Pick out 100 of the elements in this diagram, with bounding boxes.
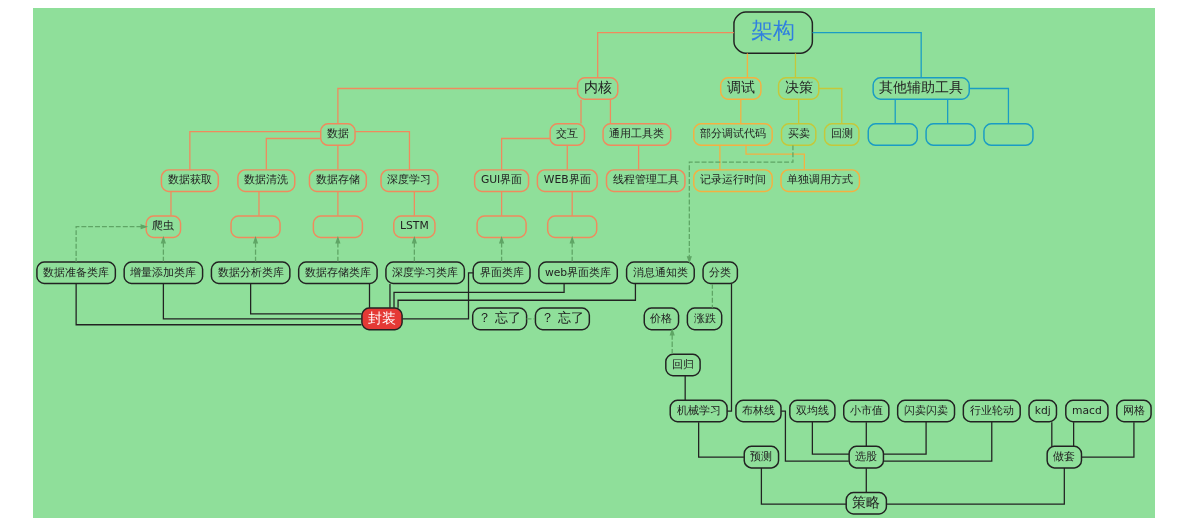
connector: [188, 131, 321, 171]
node-box: 闪卖闪卖: [896, 399, 955, 423]
connector: [169, 191, 172, 217]
connector: [162, 283, 362, 320]
connector: [968, 87, 1009, 125]
connector: [739, 99, 741, 125]
connector: [249, 283, 362, 315]
connector: [885, 467, 1065, 505]
node-box: 数据存储类库: [297, 261, 378, 285]
arrow: [569, 235, 575, 263]
connector: [946, 99, 948, 125]
connector: [780, 410, 849, 462]
connector: [797, 99, 799, 125]
node-box: ？ 忘了: [471, 307, 527, 331]
connector: [811, 421, 850, 455]
arrow: [252, 235, 258, 263]
node-box: WEB界面: [536, 169, 598, 193]
node-box: [924, 123, 976, 147]
node-box: 消息通知类: [625, 261, 695, 285]
node-box: 调试: [719, 77, 762, 100]
arrow: [669, 328, 675, 355]
connector: [413, 191, 415, 217]
arrow: [686, 144, 794, 264]
node-box: web界面类库: [537, 261, 618, 285]
connector: [579, 99, 582, 125]
node-box: 线程管理工具: [605, 169, 686, 193]
connector: [265, 137, 321, 171]
node-box: ？ 忘了: [534, 307, 590, 331]
connector: [401, 272, 474, 320]
connector: [500, 191, 502, 217]
node-box: 深度学习: [379, 169, 439, 193]
connector: [718, 145, 721, 171]
node-box: 小市值: [842, 399, 890, 423]
node-box: 数据清洗: [236, 169, 295, 193]
node-box: 部分调试代码: [692, 123, 773, 147]
arrow: [75, 224, 148, 263]
connector: [354, 131, 410, 171]
connector: [817, 87, 842, 125]
connector: [257, 191, 260, 217]
arrow: [498, 235, 504, 263]
node-box: 数据分析类库: [210, 261, 291, 285]
connector: [609, 99, 611, 125]
connector: [684, 375, 686, 401]
connector: [75, 283, 362, 326]
connector: [760, 467, 847, 505]
arrow: [334, 235, 340, 263]
node-box: 单独调用方式: [779, 169, 860, 193]
node-box: 其他辅助工具: [871, 77, 970, 100]
connector: [882, 421, 992, 462]
node-box: [546, 215, 597, 239]
connector: [388, 283, 391, 309]
node-box: [475, 215, 527, 239]
node-box: macd: [1064, 399, 1109, 423]
connector: [1080, 421, 1135, 458]
connector: [637, 145, 639, 171]
node-box: [312, 215, 363, 239]
node-box: 策略: [844, 491, 887, 515]
arrow: [160, 235, 166, 263]
connector: [746, 52, 748, 79]
node-box: 做套: [1045, 445, 1082, 469]
connector: [894, 99, 896, 125]
node-box: 分类: [701, 261, 738, 285]
connector: [525, 318, 536, 320]
node-box: 界面类库: [471, 261, 531, 285]
connector: [392, 283, 565, 309]
connector: [865, 467, 867, 493]
connector: [811, 32, 922, 79]
connector: [368, 283, 370, 309]
node-box: kdj: [1027, 399, 1057, 423]
node-box: 回归: [664, 353, 701, 377]
node-box: [867, 123, 918, 147]
node-box: 涨跌: [686, 307, 722, 331]
node-box: 价格: [643, 307, 679, 331]
connector: [336, 145, 339, 171]
node-box: 增量添加类库: [122, 261, 203, 285]
connector: [336, 191, 339, 217]
connector: [1050, 421, 1052, 447]
connector: [596, 32, 734, 79]
node-box: 通用工具类: [601, 123, 671, 147]
node-box: 爬虫: [145, 215, 181, 239]
connector: [697, 421, 745, 458]
connector: [882, 421, 927, 455]
node-box: 回测: [823, 123, 860, 147]
node-box: 布林线: [734, 399, 782, 423]
connector: [711, 283, 713, 309]
node-box: 数据存储: [308, 169, 367, 193]
connector: [865, 421, 867, 447]
node-box: 深度学习类库: [384, 261, 465, 285]
connector: [336, 87, 578, 125]
connector: [726, 283, 732, 412]
node-box: 封装: [360, 307, 403, 331]
node-box: 机械学习: [669, 399, 728, 423]
node-box: 交互: [548, 123, 585, 147]
node-box: 数据准备类库: [35, 261, 116, 285]
connector: [744, 145, 805, 171]
node-box: [982, 123, 1034, 147]
node-box: 架构: [732, 11, 813, 54]
node-box: 双均线: [788, 399, 836, 423]
node-box: 选股: [847, 445, 884, 469]
connector: [566, 145, 568, 171]
